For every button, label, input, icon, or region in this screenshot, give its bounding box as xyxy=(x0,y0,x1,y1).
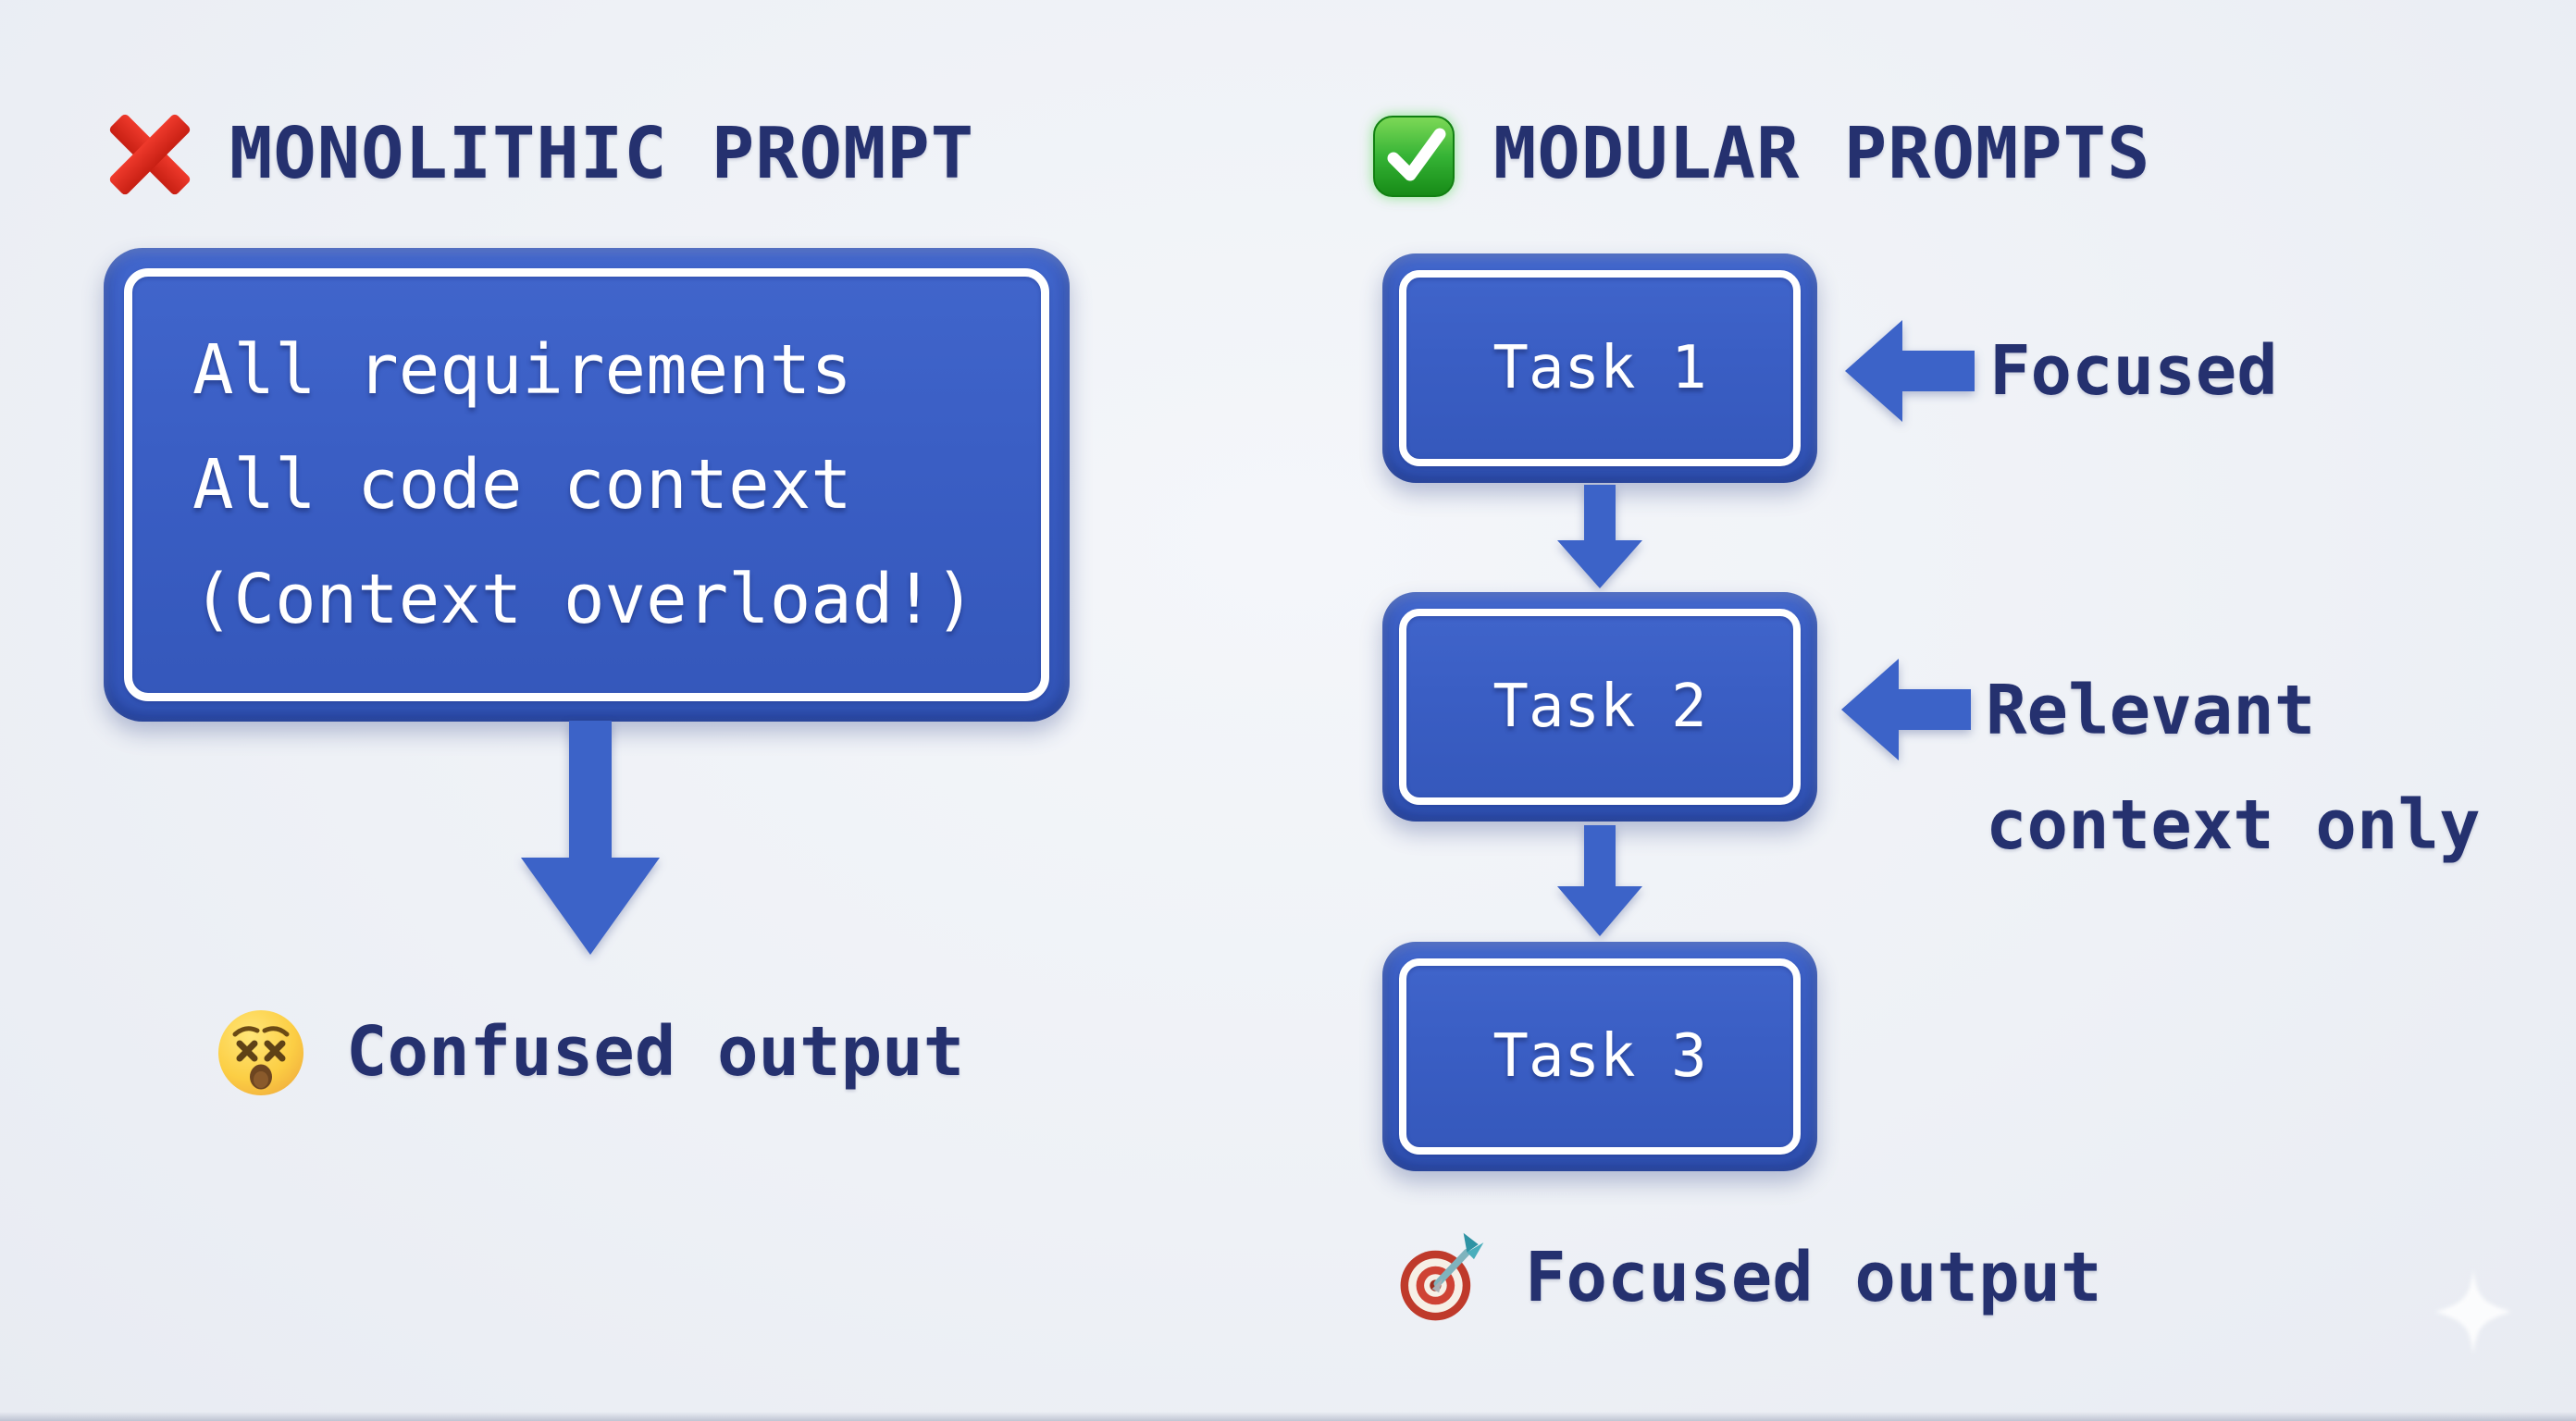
dizzy-face-emoji xyxy=(218,1010,303,1095)
monolithic-title-row: MONOLITHIC PROMPT xyxy=(104,104,974,205)
confused-output-row: Confused output xyxy=(215,1001,964,1103)
task-3-label: Task 3 xyxy=(1492,1022,1707,1091)
focused-output-row: Focused output xyxy=(1393,1227,2102,1328)
monolithic-title: MONOLITHIC PROMPT xyxy=(229,113,975,195)
down-arrow-task2-task3 xyxy=(1557,825,1642,936)
left-arrow-focused xyxy=(1845,320,1975,422)
box-line: All code context xyxy=(192,445,852,525)
check-mark-icon xyxy=(1373,116,1455,197)
box-line: All requirements xyxy=(192,330,852,410)
monolithic-box-text: All requirements All code context (Conte… xyxy=(192,248,975,722)
monolithic-prompt-box: All requirements All code context (Conte… xyxy=(104,248,1070,722)
task-2-box: Task 2 xyxy=(1382,592,1817,822)
modular-title-row: MODULAR PROMPTS xyxy=(1368,104,2150,205)
relevant-context-annotation: Relevant context only xyxy=(1986,653,2481,883)
cross-mark-icon xyxy=(109,114,191,195)
box-line: (Context overload!) xyxy=(192,560,976,639)
task-1-box: Task 1 xyxy=(1382,253,1817,483)
target-emoji xyxy=(1400,1232,1484,1321)
task-3-box: Task 3 xyxy=(1382,942,1817,1171)
modular-title: MODULAR PROMPTS xyxy=(1493,113,2151,195)
task-1-label: Task 1 xyxy=(1492,334,1707,402)
focused-output-label: Focused output xyxy=(1525,1238,2102,1317)
down-arrow xyxy=(521,721,660,955)
task-2-label: Task 2 xyxy=(1492,673,1707,741)
focused-annotation: Focused xyxy=(1989,331,2278,411)
left-arrow-relevant-context xyxy=(1841,659,1971,760)
down-arrow-task1-task2 xyxy=(1557,485,1642,588)
annotation-line: Relevant xyxy=(1986,671,2316,750)
annotation-line: context only xyxy=(1986,785,2481,865)
confused-output-label: Confused output xyxy=(346,1012,965,1092)
sparkle-icon xyxy=(2435,1269,2511,1354)
